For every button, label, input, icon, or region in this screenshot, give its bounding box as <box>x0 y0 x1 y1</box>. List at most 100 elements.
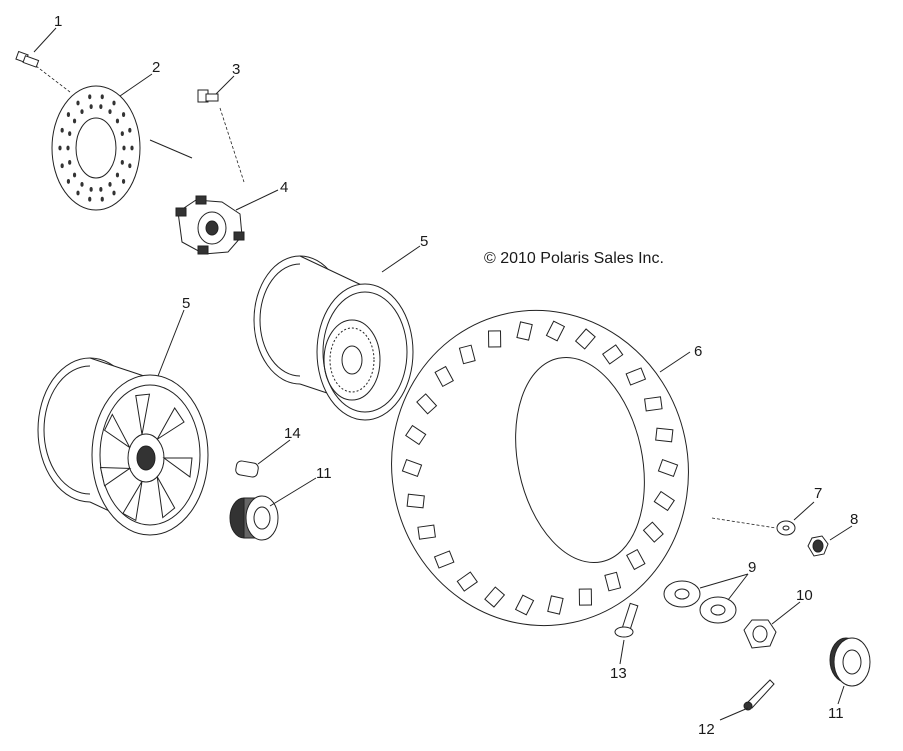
disc-hole <box>122 145 126 151</box>
part-14-pin <box>235 460 259 478</box>
part-5-steel-wheel-upper <box>253 255 414 421</box>
disc-hole <box>66 112 71 117</box>
callout-13: 13 <box>610 665 627 682</box>
copyright-notice: © 2010 Polaris Sales Inc. <box>484 250 664 267</box>
wheel-spoke <box>99 466 132 487</box>
disc-hole <box>112 100 116 106</box>
tread-block <box>433 550 455 569</box>
part-7-washer <box>711 517 796 536</box>
disc-hole <box>130 145 134 151</box>
disc-hole <box>120 131 124 137</box>
disc-hole <box>112 190 116 196</box>
part-1-bolt <box>15 50 71 93</box>
wheel-spoke <box>122 481 143 522</box>
disc-hole <box>121 179 126 184</box>
tread-block <box>458 344 476 365</box>
tread-block <box>626 548 646 571</box>
disc-hole <box>68 159 72 165</box>
disc-hole <box>100 94 104 100</box>
tread-block <box>574 328 596 350</box>
tread-block <box>642 521 664 543</box>
part-11-center-cap-right <box>829 637 871 687</box>
tread-block <box>578 588 593 606</box>
part-11-center-cap-left <box>229 495 279 541</box>
callout-10: 10 <box>796 587 813 604</box>
disc-hole <box>128 163 132 169</box>
callout-3: 3 <box>232 61 240 78</box>
wheel-spoke <box>156 476 176 519</box>
tread-block <box>514 594 535 616</box>
part-2-brake-disc <box>51 85 193 211</box>
callout-labels: 1 2 3 4 5 5 6 7 8 9 10 11 11 12 13 14 <box>54 13 858 738</box>
disc-hole <box>88 94 92 100</box>
disc-hole <box>80 109 84 115</box>
tread-block <box>456 571 478 592</box>
disc-hole <box>99 104 103 110</box>
disc-hole <box>72 118 77 124</box>
disc-hole <box>68 131 72 137</box>
callout-5-upper: 5 <box>420 233 428 250</box>
tread-block <box>602 344 624 365</box>
tread-block <box>644 396 663 412</box>
tread-block <box>516 321 533 341</box>
tread-block <box>655 427 674 443</box>
disc-hole <box>108 181 112 187</box>
disc-hole <box>99 186 103 192</box>
disc-hole <box>128 127 132 133</box>
disc-hole <box>60 127 64 133</box>
disc-hole <box>89 186 93 192</box>
callout-12: 12 <box>698 721 715 738</box>
part-12-valve-stem <box>743 679 775 711</box>
disc-hole <box>60 163 64 169</box>
tread-block <box>547 595 564 615</box>
callout-11-right: 11 <box>828 705 844 722</box>
tread-block <box>416 393 438 415</box>
wheel-spoke <box>103 413 131 448</box>
disc-hole <box>120 159 124 165</box>
disc-hole <box>80 181 84 187</box>
part-4-hub <box>175 195 245 255</box>
part-13-stud <box>614 602 639 638</box>
disc-hole <box>66 145 70 151</box>
callout-8: 8 <box>850 511 858 528</box>
disc-hole <box>121 112 126 117</box>
callout-5-lower: 5 <box>182 295 190 312</box>
callout-7: 7 <box>814 485 822 502</box>
disc-hole <box>88 196 92 202</box>
disc-hole <box>115 118 120 124</box>
disc-hole <box>76 190 80 196</box>
disc-hole <box>100 196 104 202</box>
wheel-spoke <box>156 407 185 440</box>
disc-hole <box>76 100 80 106</box>
part-9-washers <box>663 580 737 624</box>
tread-block <box>434 365 454 388</box>
tread-block <box>401 458 423 478</box>
callout-1: 1 <box>54 13 62 30</box>
tread-block <box>545 320 566 342</box>
callout-6: 6 <box>694 343 702 360</box>
tread-block <box>484 586 506 608</box>
wheel-spoke <box>162 457 193 478</box>
part-5-cast-wheel-lower <box>37 357 209 536</box>
callout-14: 14 <box>284 425 301 442</box>
part-6-tire <box>391 309 689 627</box>
disc-hole <box>108 109 112 115</box>
tread-block <box>417 524 436 540</box>
disc-hole <box>58 145 62 151</box>
callout-11-left: 11 <box>316 465 332 482</box>
part-8-nut <box>807 535 829 557</box>
tread-block <box>604 571 622 592</box>
tread-block <box>625 367 647 386</box>
leader-lines <box>33 27 853 721</box>
tread-block <box>657 458 679 478</box>
callout-9: 9 <box>748 559 756 576</box>
tread-block <box>653 490 675 512</box>
tread-block <box>405 424 427 446</box>
callout-4: 4 <box>280 179 288 196</box>
part-10-lug-nut <box>743 619 777 649</box>
disc-hole <box>115 172 120 178</box>
disc-hole <box>89 104 93 110</box>
tread-block <box>487 330 502 348</box>
disc-hole <box>66 179 71 184</box>
